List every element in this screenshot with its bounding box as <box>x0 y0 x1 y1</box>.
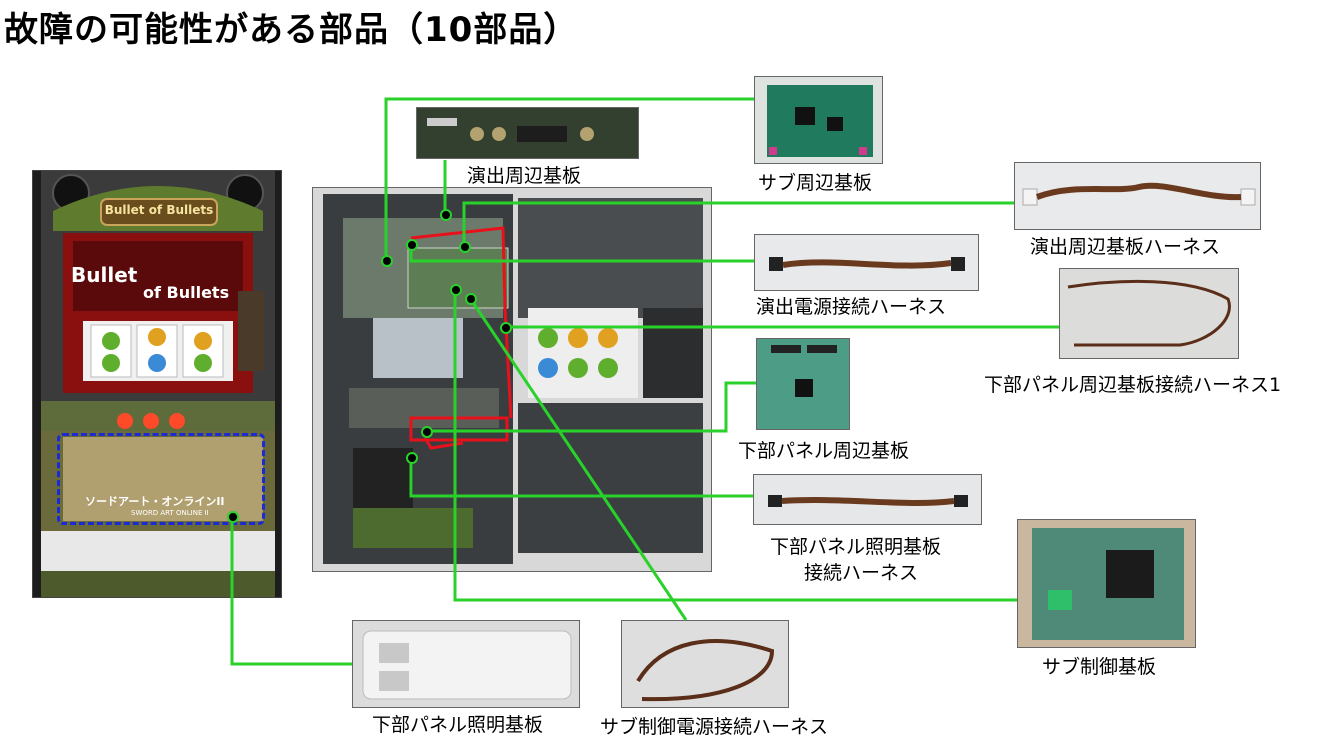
lower-panel-text: ソードアート・オンラインII <box>85 495 225 508</box>
lower-panel-subtext: SWORD ART ONLINE II <box>131 509 209 517</box>
dot-ensyutsu-shuhen-harness <box>459 241 471 253</box>
machine-front-photo: Bullet of Bullets Bullet of Bullets ソードア… <box>32 170 282 598</box>
photo-sub-seigyo-dengen-harness <box>621 620 789 708</box>
label-sub-seigyo-kiban: サブ制御基板 <box>1042 656 1157 678</box>
photo-sub-shuhen-kiban <box>754 76 883 164</box>
label-ensyutsu-dengen-harness: 演出電源接続ハーネス <box>756 296 947 318</box>
pcb-illustration <box>353 621 579 707</box>
machine-screen-subtext: of Bullets <box>143 283 230 302</box>
pcb-illustration <box>757 339 849 429</box>
machine-interior-illustration <box>313 188 711 571</box>
label-kabu-panel-shuhen-kiban: 下部パネル周辺基板 <box>738 440 910 462</box>
label-sub-shuhen-kiban: サブ周辺基板 <box>758 172 873 194</box>
dot-kabu-panel-shomei-kiban <box>227 511 239 523</box>
harness-illustration <box>1015 163 1260 229</box>
label-sub-seigyo-dengen-harness: サブ制御電源接続ハーネス <box>600 716 829 738</box>
photo-kabu-panel-shomei-harness <box>753 474 982 525</box>
dot-kabu-panel-shomei-harness <box>406 452 418 464</box>
photo-ensyutsu-shuhen-kiban <box>416 107 639 159</box>
harness-illustration <box>755 235 978 290</box>
label-kabu-panel-shomei-kiban: 下部パネル照明基板 <box>372 714 544 736</box>
machine-interior-photo <box>312 187 712 572</box>
photo-kabu-panel-shuhen-kiban <box>756 338 850 430</box>
dot-kabu-panel-shuhen-harness <box>500 322 512 334</box>
dot-sub-seigyo-dengen-harness <box>465 293 477 305</box>
dot-sub-seigyo-kiban <box>450 284 462 296</box>
label-kabu-panel-shuhen-harness: 下部パネル周辺基板接続ハーネス1 <box>984 374 1282 396</box>
machine-logo: Bullet of Bullets <box>104 203 214 217</box>
machine-screen-text: Bullet <box>71 263 138 287</box>
page-title: 故障の可能性がある部品（10部品） <box>4 10 579 50</box>
pcb-illustration <box>417 108 638 158</box>
photo-ensyutsu-shuhen-harness <box>1014 162 1261 230</box>
photo-kabu-panel-shomei-kiban <box>352 620 580 708</box>
dot-kabu-panel-shuhen-kiban <box>421 426 433 438</box>
photo-ensyutsu-dengen-harness <box>754 234 979 291</box>
dot-ensyutsu-shuhen-kiban <box>440 209 452 221</box>
photo-kabu-panel-shuhen-harness <box>1059 268 1239 359</box>
label-kabu-panel-shomei-harness-line2: 接続ハーネス <box>804 562 919 584</box>
dot-ensyutsu-dengen-harness <box>406 239 418 251</box>
label-ensyutsu-shuhen-kiban: 演出周辺基板 <box>467 165 582 187</box>
harness-illustration <box>1060 269 1238 358</box>
pcb-illustration <box>755 77 882 163</box>
label-ensyutsu-shuhen-harness: 演出周辺基板ハーネス <box>1030 236 1221 258</box>
dot-sub-shuhen-kiban <box>381 255 393 267</box>
label-kabu-panel-shomei-harness-line1: 下部パネル照明基板 <box>770 536 942 558</box>
harness-illustration <box>622 621 788 707</box>
harness-illustration <box>754 475 981 524</box>
pcb-illustration <box>1018 520 1195 647</box>
machine-front-illustration <box>33 171 281 597</box>
lower-panel-highlight <box>57 433 265 525</box>
photo-sub-seigyo-kiban <box>1017 519 1196 648</box>
